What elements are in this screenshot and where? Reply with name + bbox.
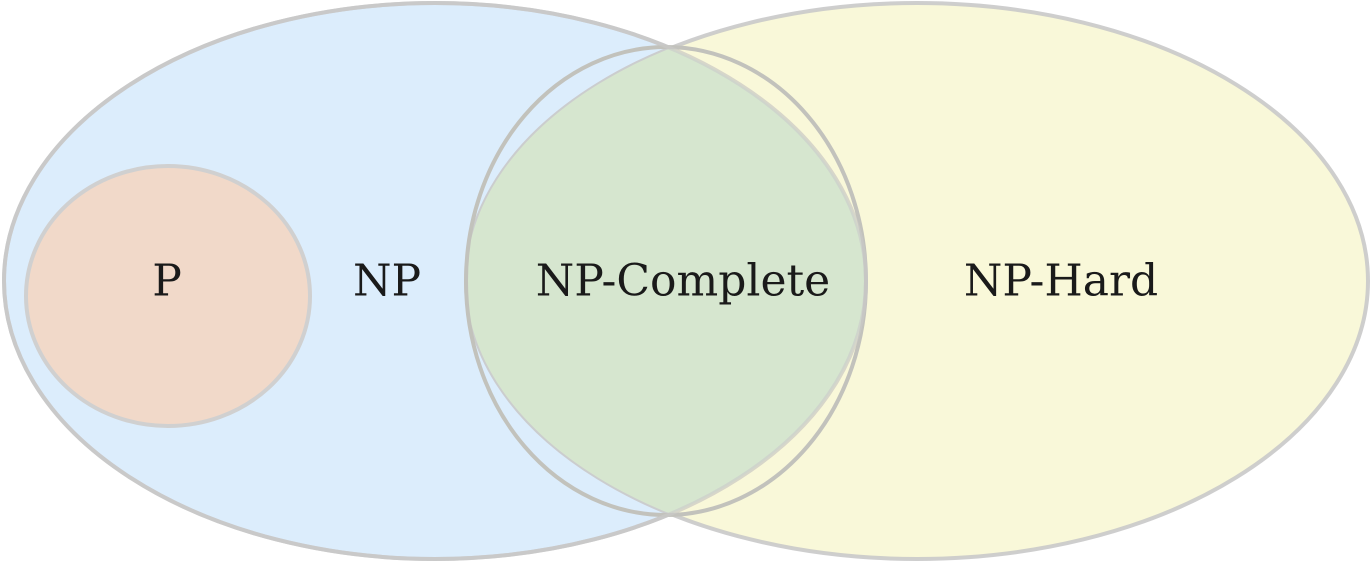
np-set-outline <box>2 1 868 561</box>
p-label: P <box>152 256 182 307</box>
np-label: NP <box>353 256 421 307</box>
np-complete-intersection-region <box>466 3 866 559</box>
p-set-ellipse <box>24 164 312 428</box>
np-hard-label: NP-Hard <box>964 256 1158 307</box>
np-complete-label: NP-Complete <box>536 256 830 307</box>
